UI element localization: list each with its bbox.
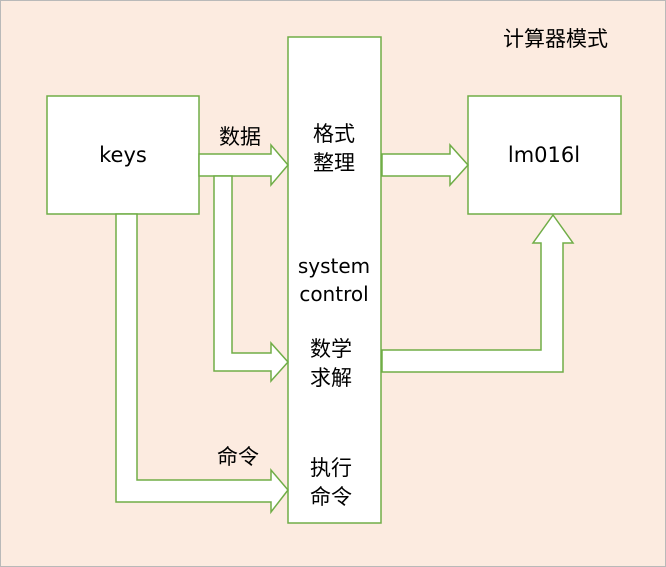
keys-block: [46, 95, 200, 215]
arrow-keys-to-execute-command: [115, 213, 289, 515]
edge-label-data: 数据: [219, 125, 261, 149]
arrow-format-to-lm016l: [381, 143, 470, 187]
arrow-data-to-math-solve: [213, 175, 290, 383]
format-arrange-line2: 整理: [313, 151, 355, 175]
keys-label: keys: [99, 143, 147, 167]
system-control-block: [287, 36, 382, 524]
math-solve-line2: 求解: [310, 366, 352, 390]
lm016l-block: [467, 95, 622, 215]
arrow-keys-to-format: [198, 142, 289, 188]
arrow-math-solve-to-lm016l: [381, 213, 575, 373]
execute-command-line2: 命令: [310, 485, 352, 509]
system-control-line2: control: [299, 282, 368, 306]
format-arrange-line1: 格式: [313, 122, 355, 146]
math-solve-line1: 数学: [310, 337, 352, 361]
system-control-line1: system: [298, 254, 370, 278]
lm016l-label: lm016l: [508, 143, 580, 167]
execute-command-line1: 执行: [310, 456, 352, 480]
diagram-title: 计算器模式: [503, 27, 608, 51]
edge-label-command: 命令: [217, 445, 259, 469]
